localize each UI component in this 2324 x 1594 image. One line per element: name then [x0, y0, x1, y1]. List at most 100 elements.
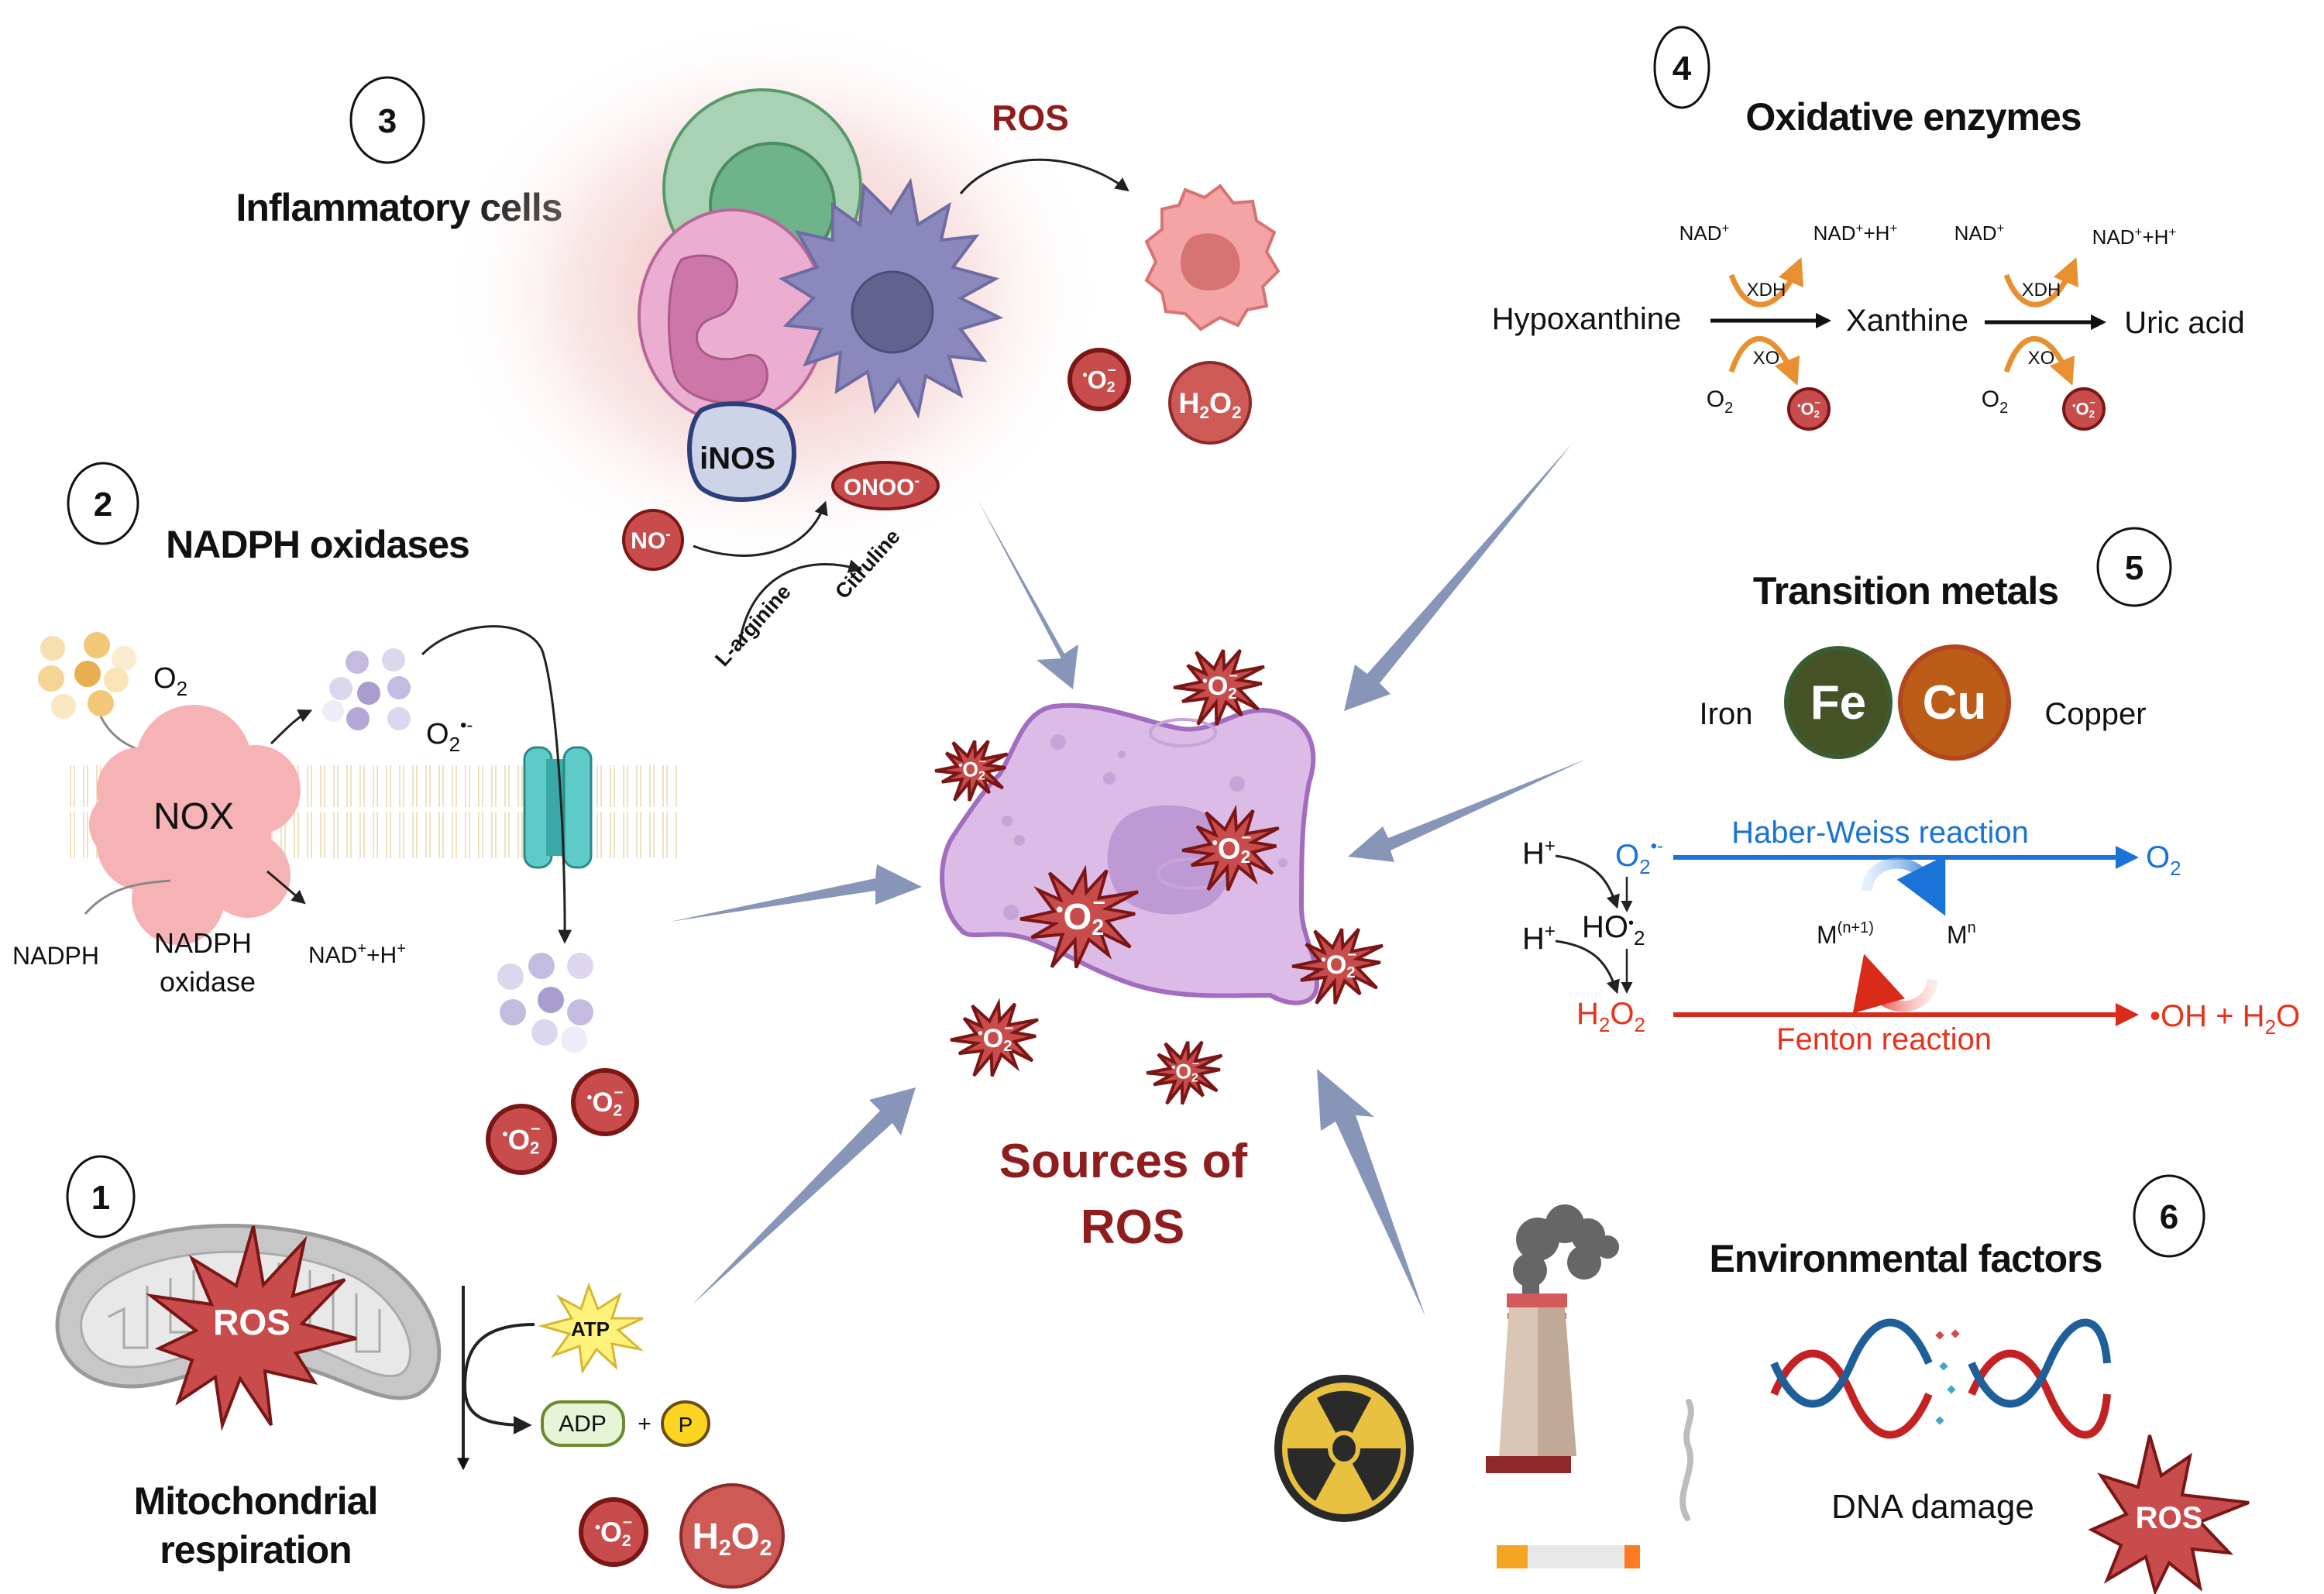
radical-dot: •: [978, 1025, 983, 1041]
charge-superscript: –: [1192, 1057, 1199, 1070]
charge-superscript: –: [1093, 890, 1105, 915]
mitochondrial-superoxide: •O2–: [579, 1497, 648, 1567]
superoxide-ball: [579, 1497, 648, 1567]
iron-label: Iron: [1700, 697, 1753, 731]
charge-superscript: –: [1004, 1019, 1012, 1036]
cofactor-out-part: +: [1889, 221, 1897, 235]
environmental-title: Environmental factors: [1710, 1237, 2102, 1280]
subscript: 2: [719, 1536, 731, 1561]
inflammatory-ros-label: ROS: [992, 98, 1069, 138]
metals-title: Transition metals: [1753, 569, 2058, 613]
charge-superscript: –: [2089, 397, 2095, 408]
number-badge-4: 4: [1653, 26, 1710, 109]
o2-hw-product: O2: [2146, 840, 2181, 880]
onoo-badge: ONOO-: [831, 461, 940, 510]
oxygen-symbol: O: [1088, 366, 1107, 393]
xo-label: XO: [1753, 348, 1780, 369]
radical-dot: •: [1082, 367, 1087, 383]
number-badge-5: 5: [2096, 527, 2172, 607]
oxygen-subscript: 2: [530, 1138, 539, 1157]
superoxide-text: •O2–: [2072, 397, 2095, 420]
mitochondrial-title-line1: Mitochondrial: [134, 1479, 378, 1523]
superoxide-bursts: •O2–•O2–•O2–•O2–•O2–•O2–•O2–: [934, 648, 1384, 1105]
copper-badge: [1898, 644, 2011, 761]
adp-label: ADP: [559, 1411, 607, 1437]
charge-superscript: –: [979, 755, 986, 768]
subscript: O: [731, 1517, 760, 1558]
channel-transport-arrow: [421, 625, 572, 944]
superoxide-text: •O2–: [1797, 397, 1820, 420]
atp-to-adp-arrow: [462, 1323, 535, 1434]
superoxide-text: •O2–: [1202, 666, 1238, 703]
oxygen-symbol: O: [592, 1087, 613, 1118]
radical-dot: •: [1321, 951, 1326, 967]
oxygen-symbol: O: [1982, 386, 1999, 412]
cofactor-in: NAD+: [1954, 221, 2005, 245]
copper-label: Copper: [2044, 697, 2146, 731]
cofactor-out-part: +: [1856, 221, 1864, 235]
oxygen-sub: 2: [1999, 400, 2008, 417]
arrow-from-mitochondrial: [692, 1087, 916, 1305]
oxygen-symbol: O: [962, 757, 978, 781]
charge-superscript: –: [1229, 666, 1237, 684]
oxygen-symbol: O: [2076, 400, 2089, 419]
oxygen-subscript: 2: [1107, 379, 1116, 396]
radical-dot: •: [1797, 400, 1800, 411]
h2o2-h: H: [1576, 997, 1599, 1031]
xdh-label: XDH: [1747, 280, 1786, 301]
superoxide-burst: •O2–: [934, 740, 1009, 802]
copper-symbol: Cu: [1923, 676, 1987, 730]
center-title-line1: Sources of: [999, 1135, 1248, 1188]
cofactor-out: NAD++H+: [2092, 225, 2177, 249]
adp-plus: +: [638, 1411, 651, 1437]
nad-product-label: NAD++H+: [308, 940, 406, 968]
larginine-to-citruline-arrow: [738, 559, 863, 644]
factory-chimney-icon: [1486, 1204, 1619, 1473]
superoxide-subscript: 2: [449, 733, 460, 756]
cofactor-in-text: NAD: [1679, 222, 1722, 245]
superoxide-superscript: •-: [460, 715, 473, 736]
macrophage-cell: [779, 177, 1004, 419]
radical-dot: •: [595, 1519, 600, 1536]
substrate-xanthine: Xanthine: [1846, 304, 1968, 338]
inflammatory-superoxide: •O2–: [1067, 348, 1131, 411]
oxygen-subscript: 2: [1240, 847, 1250, 867]
ho2-sub: 2: [1634, 926, 1645, 950]
iron-badge: [1784, 646, 1893, 759]
subscript: 2: [1232, 403, 1242, 422]
superoxide-molecules-top: [322, 648, 411, 730]
haber-weiss-cycle-arrow: [1862, 855, 1946, 916]
superoxide-burst: •O2–: [950, 998, 1039, 1077]
xo-superoxide: •O2–: [2062, 387, 2106, 431]
o2-molecules: [38, 632, 136, 719]
hw-o-symbol: O: [1615, 839, 1639, 873]
nadph-to-nox-line: [84, 879, 171, 915]
onoo-label: ONOO: [844, 475, 915, 500]
nox-to-nad-arrow: [266, 870, 306, 905]
nox-to-superoxide-arrow: [270, 709, 313, 745]
charge-superscript: –: [1108, 362, 1116, 379]
fenton-product: •OH + H2O: [2150, 999, 2300, 1039]
arrow-from-oxidative: [1344, 443, 1573, 711]
oxygen-symbol: O: [1326, 950, 1347, 980]
oxygen-subscript: 2: [1814, 408, 1820, 420]
subscript: 2: [1199, 403, 1209, 422]
charge-superscript: –: [1347, 945, 1356, 963]
superoxide-symbol: O: [426, 718, 449, 751]
xdh-label: XDH: [2022, 280, 2061, 301]
oxygen-label: O2: [1707, 386, 1733, 417]
number-badge-6: 6: [2133, 1174, 2205, 1258]
fenton-product-sub: 2: [2264, 1015, 2275, 1039]
oxygen-subscript: 2: [978, 769, 985, 782]
oxygen-symbol: O: [1218, 833, 1241, 865]
cofactor-out-part: NAD: [1813, 222, 1856, 245]
nad-sup: +: [357, 940, 366, 957]
superoxide-ball: [486, 1104, 557, 1175]
proton-2-curve: [1555, 940, 1620, 995]
mitochondrial-title-line2: respiration: [160, 1528, 351, 1572]
cofactor-out-part: +H: [2142, 225, 2168, 249]
ho2-radical: HO•2: [1582, 910, 1645, 950]
membrane-channel: [523, 746, 593, 869]
cofactor-out-part: +H: [1863, 222, 1889, 245]
